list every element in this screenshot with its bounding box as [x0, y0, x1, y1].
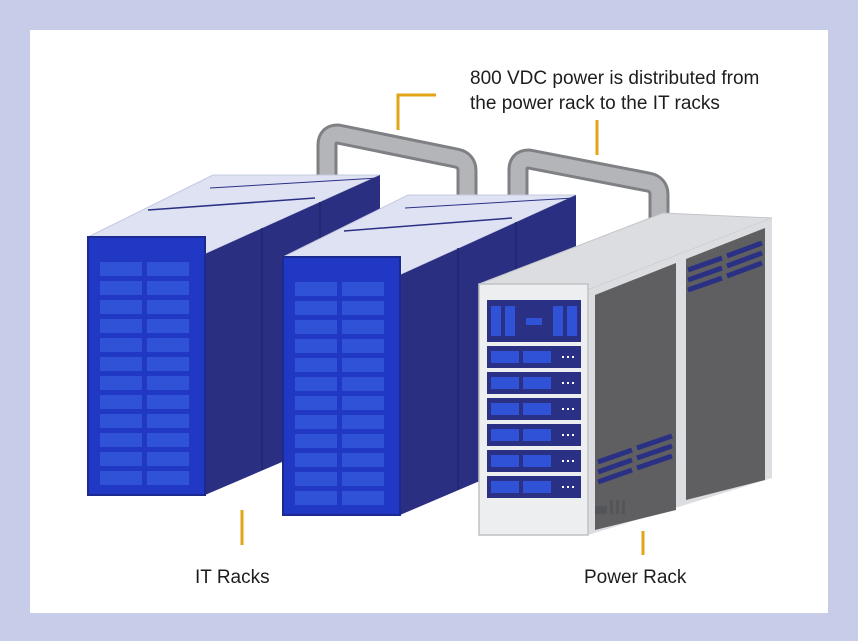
rack-slot — [147, 433, 189, 447]
rack-slot — [295, 320, 337, 334]
power-unit-panel — [491, 429, 519, 441]
rack-slot — [147, 319, 189, 333]
power-unit-led — [572, 382, 574, 384]
power-unit-led — [567, 486, 569, 488]
rack-slot — [295, 453, 337, 467]
rack-slot — [342, 491, 384, 505]
rack-slot — [147, 395, 189, 409]
power-unit-panel — [491, 481, 519, 493]
power-unit-led — [572, 460, 574, 462]
power-unit-led — [567, 434, 569, 436]
rack-slot — [147, 357, 189, 371]
rack-slot — [342, 282, 384, 296]
power-unit-led — [567, 460, 569, 462]
distribution-annotation: 800 VDC power is distributed from the po… — [470, 66, 830, 116]
rack-slot — [100, 471, 142, 485]
rack-slot — [295, 434, 337, 448]
rack-slot — [342, 396, 384, 410]
rack-slot — [342, 415, 384, 429]
power-rack-label: Power Rack — [584, 567, 687, 588]
rack-slot — [147, 471, 189, 485]
rack-slot — [342, 453, 384, 467]
rack-slot — [295, 472, 337, 486]
power-unit-led — [572, 408, 574, 410]
power-unit-led — [567, 356, 569, 358]
power-unit-panel — [523, 455, 551, 467]
rack-slot — [295, 396, 337, 410]
rack-slot — [342, 472, 384, 486]
rack-slot — [100, 281, 142, 295]
rack-slot — [100, 395, 142, 409]
power-unit-led — [572, 434, 574, 436]
power-unit-panel — [491, 403, 519, 415]
rack-slot — [147, 338, 189, 352]
power-rack — [478, 212, 773, 536]
rack-slot — [342, 434, 384, 448]
rack-slot — [147, 414, 189, 428]
rack-slot — [295, 358, 337, 372]
rack-slot — [342, 320, 384, 334]
power-unit-panel — [491, 377, 519, 389]
power-unit-panel — [523, 403, 551, 415]
power-unit-led — [562, 434, 564, 436]
power-unit-panel — [523, 481, 551, 493]
rack-slot — [342, 377, 384, 391]
power-unit-led — [562, 382, 564, 384]
power-unit-panel — [523, 377, 551, 389]
power-unit-led — [562, 408, 564, 410]
rack-slot — [295, 282, 337, 296]
distribution-annotation-line2: the power rack to the IT racks — [470, 93, 720, 114]
power-unit-led — [567, 382, 569, 384]
rack-slot — [147, 281, 189, 295]
rack-slot — [342, 358, 384, 372]
power-unit-led — [572, 356, 574, 358]
rack-slot — [147, 376, 189, 390]
rack-slot — [100, 376, 142, 390]
rack-slot — [100, 319, 142, 333]
power-unit-panel — [491, 455, 519, 467]
power-unit-led — [567, 408, 569, 410]
rack-slot — [100, 300, 142, 314]
power-unit-led — [562, 460, 564, 462]
rack-slot — [147, 452, 189, 466]
rack-slot — [147, 300, 189, 314]
rack-slot — [295, 491, 337, 505]
rack-slot — [295, 339, 337, 353]
power-unit-panel — [491, 351, 519, 363]
power-unit-led — [562, 356, 564, 358]
rack-slot — [100, 357, 142, 371]
power-unit-led — [562, 486, 564, 488]
power-unit-panel — [523, 429, 551, 441]
rack-slot — [100, 262, 142, 276]
rack-slot — [295, 301, 337, 315]
rack-slot — [100, 452, 142, 466]
rack-slot — [342, 301, 384, 315]
rack-slot — [147, 262, 189, 276]
rack-slot — [100, 433, 142, 447]
rack-slot — [100, 338, 142, 352]
rack-slot — [342, 339, 384, 353]
distribution-annotation-line1: 800 VDC power is distributed from — [470, 68, 760, 89]
leader-line-top-left — [396, 93, 436, 130]
rack-slot — [295, 415, 337, 429]
power-unit-led — [572, 486, 574, 488]
it-racks-label: IT Racks — [195, 567, 270, 588]
rack-slot — [100, 414, 142, 428]
rack-slot — [295, 377, 337, 391]
power-unit-panel — [523, 351, 551, 363]
